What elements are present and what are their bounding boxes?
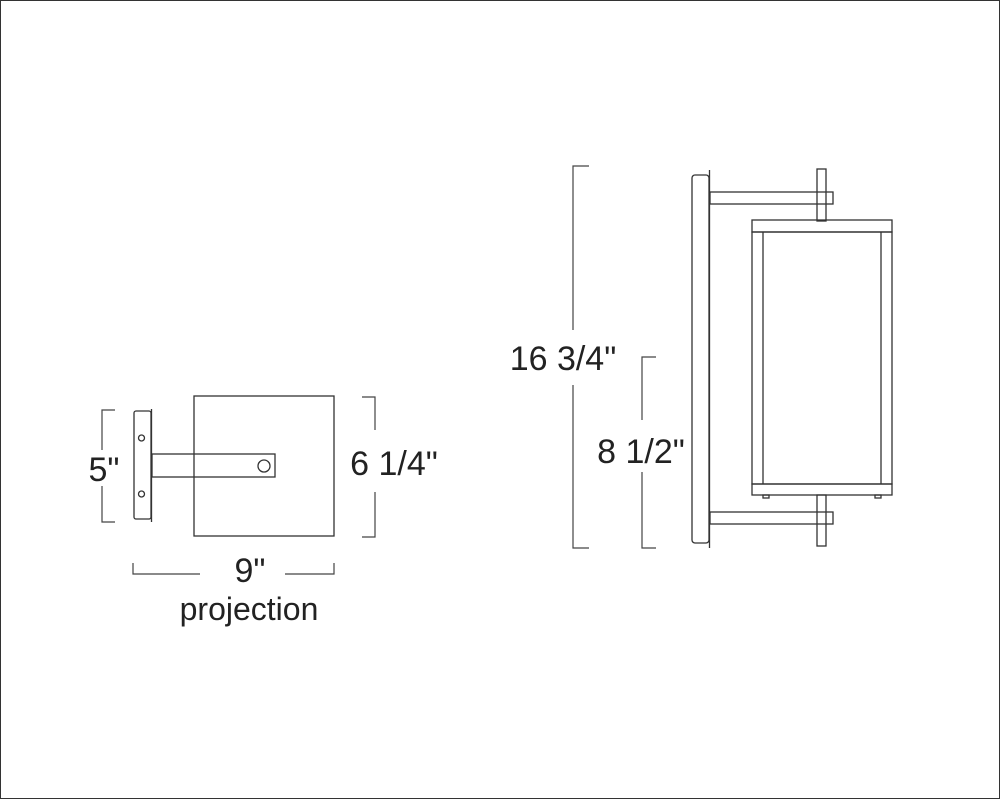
- screw-icon: [137, 434, 146, 442]
- projection-label: projection: [180, 591, 319, 627]
- dim-bracket-6-1-4in: [362, 396, 376, 538]
- dim-bracket-16-3-4in: [572, 165, 589, 549]
- dim-label-6-1-4in: 6 1/4": [350, 445, 438, 483]
- dim-label-5in: 5": [89, 451, 120, 489]
- dim-bracket-5in: [101, 409, 115, 523]
- dim-label-9in: 9": [235, 552, 266, 590]
- top-arm: [709, 191, 834, 205]
- side-view: 5" 6 1/4" 9" projection: [89, 395, 438, 627]
- rod-top: [816, 168, 827, 222]
- screw-icon: [137, 490, 146, 498]
- front-view: 16 3/4" 8 1/2": [510, 165, 893, 549]
- bottom-arm: [709, 511, 834, 525]
- dim-label-8-1-2in: 8 1/2": [597, 433, 685, 471]
- dim-label-16-3-4in: 16 3/4": [510, 340, 617, 378]
- dim-bracket-8-1-2in: [641, 356, 656, 549]
- arm-pivot: [257, 459, 271, 473]
- cap-screw: [762, 494, 770, 499]
- cap-screw: [874, 494, 882, 499]
- side-shade: [193, 395, 335, 537]
- side-arm: [151, 453, 276, 478]
- dim-bracket-9in: [132, 563, 335, 575]
- bottom-cap: [751, 483, 893, 496]
